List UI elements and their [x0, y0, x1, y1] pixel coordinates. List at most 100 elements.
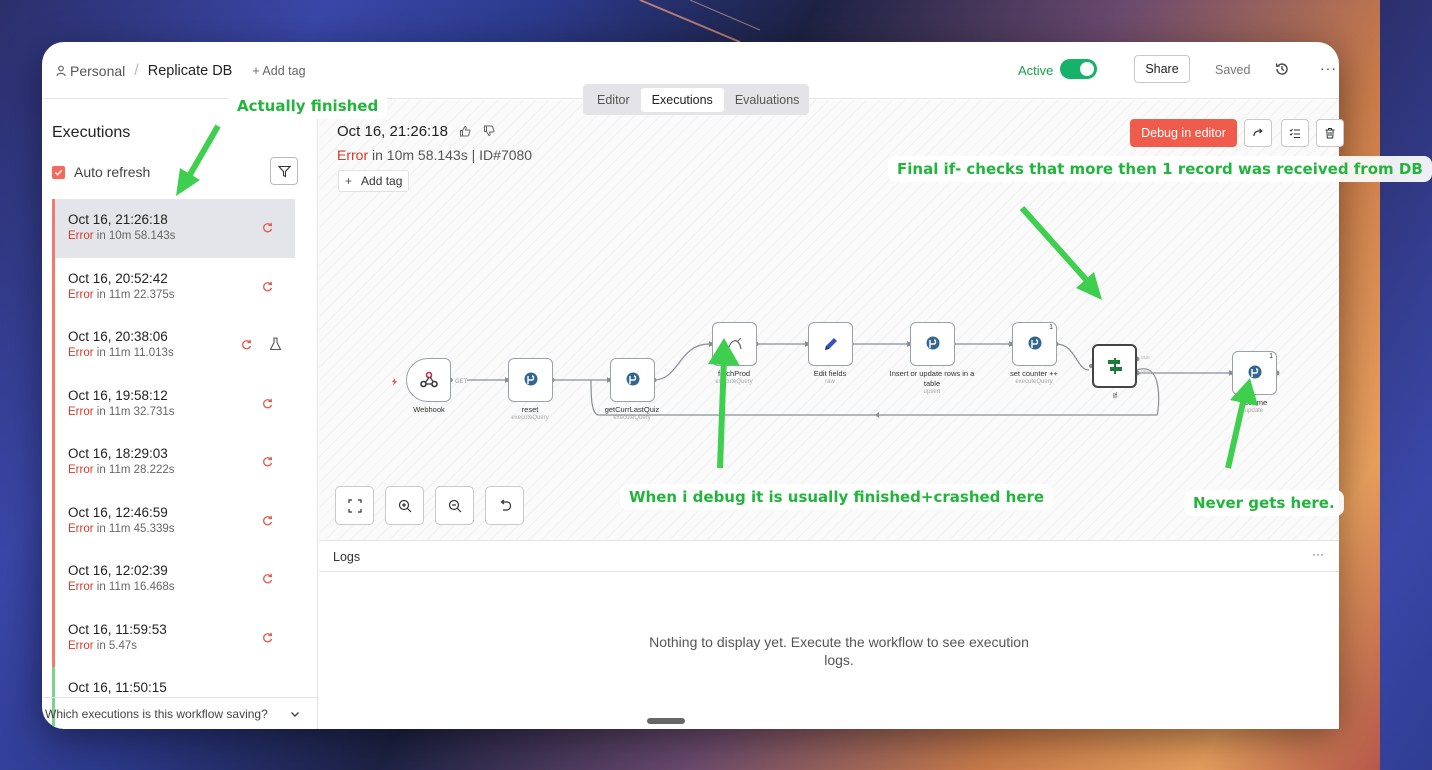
share-button[interactable]: Share	[1134, 55, 1190, 83]
node-getcurrlastquiz[interactable]	[610, 358, 655, 402]
retry-icon[interactable]	[262, 515, 273, 526]
flask-icon	[269, 337, 282, 351]
annotation-never-gets-here: Never gets here.	[1184, 490, 1344, 516]
execution-item-duration: in 11m 22.375s	[96, 288, 175, 301]
execution-canvas[interactable]: Oct 16, 21:26:18 Error in 10m 58.143s | …	[319, 100, 1344, 540]
node-set-counter-badge: 1	[1049, 324, 1053, 331]
retry-icon[interactable]	[241, 339, 252, 350]
saving-settings-dropdown[interactable]: Which executions is this workflow saving…	[42, 697, 318, 729]
execution-item-date: Oct 16, 18:29:03	[68, 446, 168, 461]
user-icon	[56, 65, 66, 77]
fit-view-button[interactable]	[335, 486, 374, 525]
auto-refresh[interactable]: Auto refresh	[52, 164, 150, 180]
debug-in-editor-button[interactable]: Debug in editor	[1130, 119, 1237, 147]
workflow-title[interactable]: Replicate DB	[147, 63, 233, 79]
execution-item-date: Oct 16, 11:59:53	[68, 621, 167, 637]
node-reset[interactable]	[508, 358, 553, 402]
breadcrumb: Personal / Replicate DB + Add tag	[54, 62, 306, 80]
node-set-time[interactable]: 1	[1232, 351, 1277, 395]
annotation-final-if: Final if- checks that more then 1 record…	[888, 156, 1432, 182]
filter-button[interactable]	[270, 157, 298, 185]
node-set-counter[interactable]: 1	[1012, 322, 1057, 366]
tab-editor[interactable]: Editor	[597, 92, 630, 107]
execution-item-date: Oct 16, 19:58:12	[68, 387, 168, 403]
retry-icon[interactable]	[262, 456, 273, 467]
more-options-icon[interactable]: ···	[1320, 60, 1337, 76]
retry-icon[interactable]	[262, 281, 273, 292]
execution-status: Error in 10m 58.143s | ID#7080	[337, 147, 532, 163]
logs-title: Logs	[333, 550, 361, 564]
delete-execution-button[interactable]	[1316, 119, 1344, 147]
node-set-counter-label: set counter ++	[1010, 369, 1058, 378]
node-if[interactable]: true false	[1092, 344, 1152, 388]
window-resize-handle[interactable]	[647, 718, 685, 724]
node-set-time-sub: update	[1244, 408, 1264, 414]
retry-icon[interactable]	[262, 632, 273, 643]
postgres-icon	[1248, 365, 1261, 379]
node-getcurrlastquiz-label: getCurrLastQuiz	[604, 405, 660, 414]
execution-item-status: Error in 11m 11.013s	[68, 347, 174, 359]
node-insert-update-sub: upsert	[923, 389, 941, 395]
tab-evaluations[interactable]: Evaluations	[734, 92, 800, 107]
sidebar-title: Executions	[52, 124, 131, 141]
auto-refresh-checkbox[interactable]	[52, 165, 65, 179]
tab-executions[interactable]: Executions	[640, 87, 724, 112]
reset-zoom-button[interactable]	[485, 486, 524, 525]
header-add-tag-button[interactable]: + Add tag	[252, 64, 306, 78]
zoom-in-button[interactable]	[385, 486, 424, 525]
annotation-debug-note: When i debug it is usually finished+cras…	[620, 484, 1054, 510]
breadcrumb-separator: /	[134, 62, 139, 79]
plus-icon: +	[345, 174, 353, 188]
annotation-arrows	[176, 124, 1258, 469]
execution-item-status: Error in 11m 16.468s	[68, 581, 175, 593]
retry-icon[interactable]	[262, 398, 273, 409]
retry-icon[interactable]	[262, 222, 273, 233]
node-edit-fields[interactable]	[808, 322, 853, 366]
logs-more-icon[interactable]: ···	[1312, 547, 1324, 561]
execution-item-status: Error in 11m 28.222s	[68, 464, 175, 476]
execution-status-detail: in 10m 58.143s | ID#7080	[372, 147, 533, 163]
execution-item-duration: in 11m 16.468s	[96, 581, 175, 593]
retry-execution-button[interactable]	[1244, 119, 1272, 147]
node-webhook[interactable]	[406, 358, 451, 402]
zoom-out-icon	[448, 499, 461, 512]
execution-item[interactable]: Oct 16, 11:50:15	[52, 667, 295, 726]
node-insert-update[interactable]	[910, 322, 955, 366]
history-icon[interactable]	[1274, 61, 1290, 77]
execution-item-duration: in 5.47s	[96, 639, 138, 652]
thumbs-up-icon[interactable]	[459, 125, 471, 137]
toggle-knob	[1080, 62, 1094, 76]
active-label: Active	[1018, 63, 1054, 78]
retry-icon[interactable]	[262, 573, 273, 584]
trash-icon	[1325, 128, 1335, 139]
logs-header: Logs ···	[319, 541, 1339, 572]
saved-status: Saved	[1215, 63, 1251, 77]
execution-add-tag-button[interactable]: + Add tag	[338, 170, 410, 192]
node-set-counter-sub: executeQuery	[1015, 379, 1053, 385]
thumbs-down-icon[interactable]	[483, 125, 495, 137]
zoom-in-icon	[398, 499, 411, 512]
active-toggle[interactable]	[1060, 59, 1097, 79]
execution-item-duration: in 10m 58.143s	[96, 230, 176, 242]
node-reset-sub: executeQuery	[511, 415, 549, 421]
annotation-actually-finished: Actually finished	[228, 93, 388, 119]
breadcrumb-workspace[interactable]: Personal	[70, 63, 126, 79]
get-method-badge: GET	[455, 378, 467, 385]
zoom-out-button[interactable]	[435, 486, 474, 525]
execution-item-duration: in 11m 32.731s	[96, 405, 175, 418]
annotate-button[interactable]	[1281, 119, 1309, 147]
execution-item-duration: in 11m 11.013s	[96, 347, 174, 359]
execution-item-date: Oct 16, 21:26:18	[68, 212, 168, 227]
execution-item-error: Error	[68, 639, 94, 652]
checklist-icon	[1289, 128, 1300, 138]
node-reset-label: reset	[521, 405, 539, 414]
execution-item-error: Error	[68, 522, 94, 535]
